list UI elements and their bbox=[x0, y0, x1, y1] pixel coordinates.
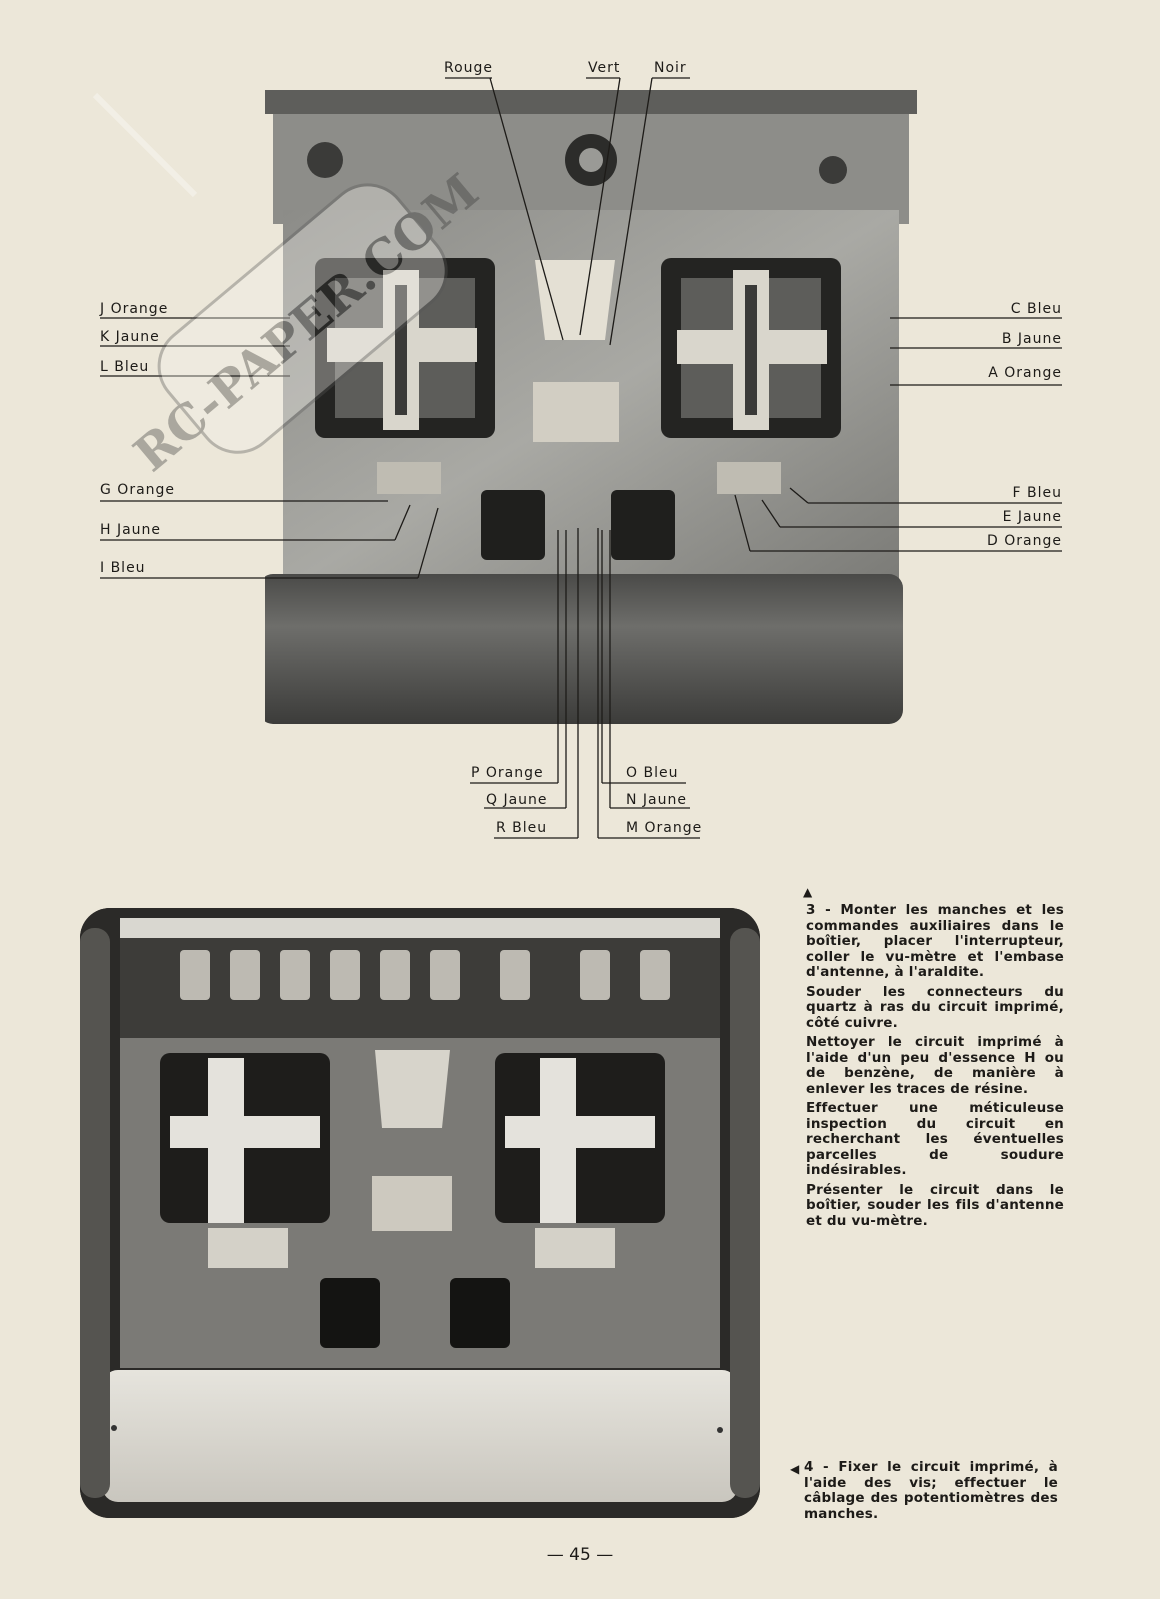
caption3-para5: Présenter le circuit dans le boîtier, so… bbox=[806, 1181, 1064, 1229]
caption-step-3: 3 - Monter les manches et les commandes … bbox=[806, 902, 1064, 1233]
caption3-para4: Effectuer une méticuleuse inspection du … bbox=[806, 1100, 1064, 1178]
caption3-para3: Nettoyer le circuit imprimé à l'aide d'u… bbox=[806, 1034, 1064, 1097]
label-r-bleu: R Bleu bbox=[496, 820, 548, 836]
label-m-orange: M Orange bbox=[626, 820, 703, 836]
label-b-jaune: B Jaune bbox=[1001, 331, 1062, 347]
caption4-text: 4 - Fixer le circuit imprimé, à l'aide d… bbox=[804, 1459, 1058, 1522]
label-vert: Vert bbox=[588, 60, 621, 76]
label-g-orange: G Orange bbox=[100, 482, 176, 498]
page-number: — 45 — bbox=[546, 1545, 614, 1565]
label-l-bleu: L Bleu bbox=[100, 359, 150, 375]
leader-lines bbox=[100, 77, 1062, 839]
label-n-jaune: N Jaune bbox=[626, 792, 687, 808]
label-a-orange: A Orange bbox=[988, 365, 1062, 381]
label-f-bleu: F Bleu bbox=[1012, 485, 1062, 501]
label-k-jaune: K Jaune bbox=[100, 329, 160, 345]
label-noir: Noir bbox=[654, 60, 687, 76]
caption-step-4: 4 - Fixer le circuit imprimé, à l'aide d… bbox=[804, 1459, 1058, 1526]
label-h-jaune: H Jaune bbox=[100, 522, 162, 538]
label-p-orange: P Orange bbox=[471, 765, 544, 781]
label-o-bleu: O Bleu bbox=[626, 765, 679, 781]
label-j-orange: J Orange bbox=[100, 301, 169, 317]
label-q-jaune: Q Jaune bbox=[486, 792, 548, 808]
label-e-jaune: E Jaune bbox=[1002, 509, 1062, 525]
triangle-up-icon: ▲ bbox=[803, 885, 813, 899]
label-i-bleu: I Bleu bbox=[100, 560, 146, 576]
transmitter-chassis-photo bbox=[265, 90, 917, 732]
triangle-left-icon: ◀ bbox=[790, 1462, 800, 1476]
wired-transmitter-photo bbox=[80, 908, 760, 1518]
label-c-bleu: C Bleu bbox=[1010, 301, 1062, 317]
label-d-orange: D Orange bbox=[987, 533, 1062, 549]
caption3-para1: 3 - Monter les manches et les commandes … bbox=[806, 902, 1064, 980]
caption3-para2: Souder les connecteurs du quartz à ras d… bbox=[806, 983, 1064, 1031]
label-rouge: Rouge bbox=[444, 60, 494, 76]
